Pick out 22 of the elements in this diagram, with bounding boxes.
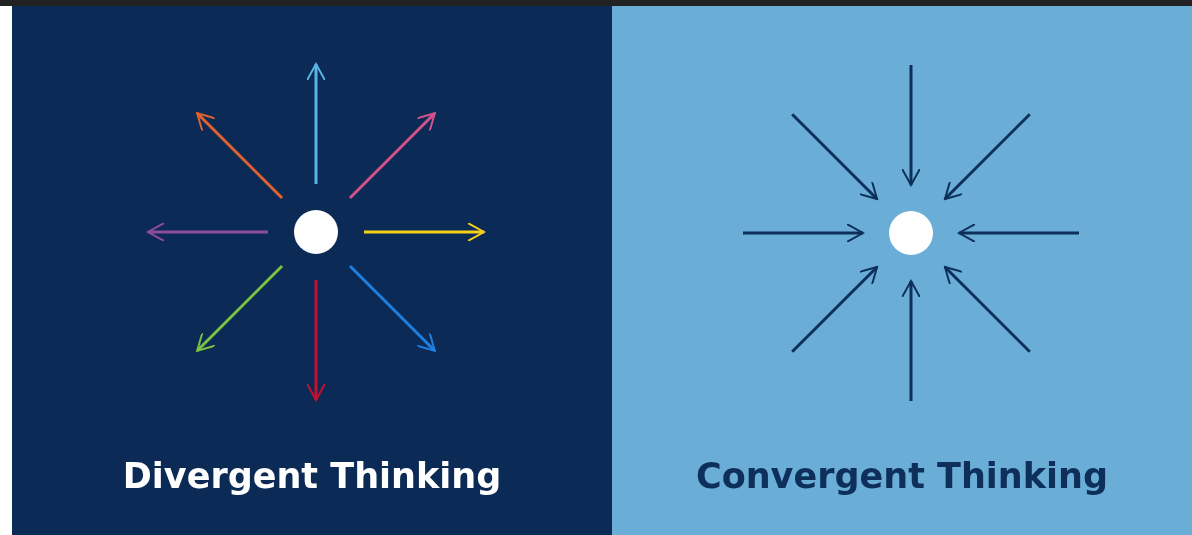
arrow — [901, 280, 921, 401]
arrow — [364, 222, 485, 242]
arrow — [348, 264, 436, 352]
panel-title: Convergent Thinking — [695, 456, 1108, 496]
arrow — [196, 264, 284, 352]
arrow — [958, 223, 1079, 243]
arrow — [791, 265, 879, 353]
arrow — [743, 223, 864, 243]
arrow — [943, 265, 1031, 353]
arrow — [943, 113, 1031, 201]
arrow — [348, 112, 436, 200]
panel-title: Divergent Thinking — [122, 456, 502, 496]
arrow — [196, 112, 284, 200]
arrow — [306, 63, 326, 184]
divergent-panel — [12, 6, 612, 535]
arrow — [901, 65, 921, 186]
arrow — [306, 280, 326, 401]
arrow — [791, 113, 879, 201]
center-dot — [294, 210, 338, 254]
arrow — [147, 222, 268, 242]
convergent-panel — [612, 6, 1192, 535]
center-dot — [889, 211, 933, 255]
